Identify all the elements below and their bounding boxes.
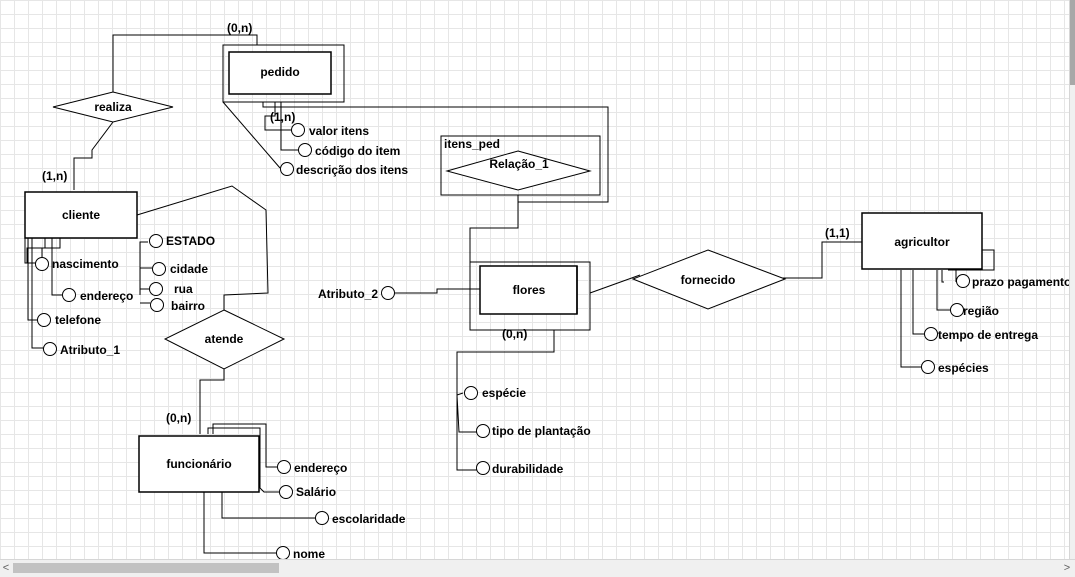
cardinality: (1,n) (42, 169, 67, 183)
horizontal-scrollbar[interactable]: < > (0, 559, 1075, 577)
attribute-label: endereço (294, 461, 347, 475)
cardinality: (0,n) (502, 327, 527, 341)
relationship-realiza[interactable]: realiza (52, 91, 174, 123)
cardinality: (0,n) (166, 411, 191, 425)
attribute-label: tempo de entrega (938, 328, 1038, 342)
connector-lines (24, 34, 995, 554)
entity-agricultor[interactable]: agricultor (861, 212, 983, 270)
attribute-label: Salário (296, 485, 336, 499)
attribute-label: espécie (482, 386, 526, 400)
attribute-label: durabilidade (492, 462, 564, 476)
er-diagram: pedido cliente funcionário flores agricu… (24, 21, 1070, 560)
entity-pedido[interactable]: pedido (228, 51, 332, 95)
vertical-scroll-thumb[interactable] (1070, 0, 1075, 85)
entity-flores-label: flores (513, 283, 546, 297)
aggregation-label: itens_ped (444, 137, 500, 151)
entity-pedido-label: pedido (260, 65, 299, 79)
attribute-label: endereço (80, 289, 133, 303)
cardinality: (1,n) (270, 110, 295, 124)
relationship-atende-label: atende (205, 332, 244, 346)
attribute-label: prazo pagamento (972, 275, 1070, 289)
cardinality: (1,1) (825, 226, 850, 240)
relationship-relacao-1[interactable]: Relação_1 (445, 150, 592, 191)
attribute-label: rua (174, 282, 193, 296)
entity-funcionario-label: funcionário (166, 457, 231, 471)
attribute-label: valor itens (309, 124, 369, 138)
attribute-label: bairro (171, 299, 205, 313)
vertical-scrollbar[interactable] (1069, 0, 1075, 560)
entity-funcionario[interactable]: funcionário (138, 435, 260, 493)
cardinality: (0,n) (227, 21, 252, 35)
relationship-atende[interactable]: atende (163, 309, 286, 370)
attribute-label: espécies (938, 361, 989, 375)
entity-cliente[interactable]: cliente (24, 191, 138, 239)
scroll-right-icon[interactable]: > (1063, 562, 1071, 574)
attribute-label: telefone (55, 313, 101, 327)
attribute-label: tipo de plantação (492, 424, 591, 438)
attribute-label: Atributo_1 (60, 343, 120, 357)
attribute-label: Atributo_2 (318, 287, 378, 301)
relationship-realiza-label: realiza (94, 100, 132, 114)
attribute-label: nascimento (52, 257, 119, 271)
relationship-relacao-1-label: Relação_1 (489, 157, 549, 171)
attribute-label: nome (293, 547, 325, 560)
attribute-label: escolaridade (332, 512, 406, 526)
entity-flores[interactable]: flores (479, 265, 578, 315)
relationship-fornecido-label: fornecido (681, 273, 736, 287)
attribute-label: código do item (315, 144, 400, 158)
attribute-label: região (963, 304, 999, 318)
scroll-left-icon[interactable]: < (2, 562, 10, 574)
attribute-label: descrição dos itens (296, 163, 408, 177)
attribute-label: ESTADO (166, 234, 215, 248)
entity-cliente-label: cliente (62, 208, 100, 222)
attribute-circles (35, 123, 970, 560)
horizontal-scroll-thumb[interactable] (13, 563, 279, 573)
entity-agricultor-label: agricultor (894, 235, 950, 249)
relationship-fornecido[interactable]: fornecido (631, 249, 787, 310)
attribute-label: cidade (170, 262, 208, 276)
